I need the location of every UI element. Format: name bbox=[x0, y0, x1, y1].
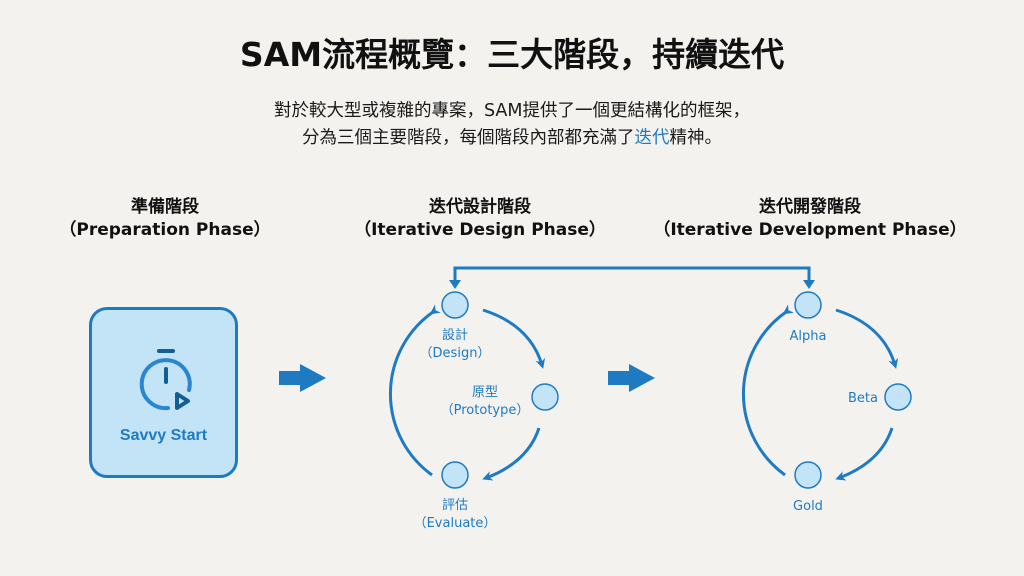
label-text: Gold bbox=[793, 499, 823, 514]
intro-text: 對於較大型或複雜的專案，SAM提供了一個更結構化的框架， 分為三個主要階段，每個… bbox=[0, 98, 1024, 152]
cycle-arrow-gold-to-alpha bbox=[742, 304, 794, 477]
savvy-start-label: Savvy Start bbox=[119, 427, 208, 444]
label-en: （Evaluate） bbox=[413, 516, 497, 531]
phase-name-zh: 迭代開發階段 bbox=[759, 197, 861, 217]
page-title: SAM流程概覽：三大階段，持續迭代 bbox=[239, 35, 785, 74]
phase-name-en: （Iterative Design Phase） bbox=[354, 220, 606, 240]
intro-highlight: 迭代 bbox=[634, 128, 670, 148]
phase-name-en: （Preparation Phase） bbox=[59, 220, 271, 240]
intro-line-2-start: 分為三個主要階段，每個階段內部都充滿了 bbox=[302, 128, 635, 148]
intro-line-2: 分為三個主要階段，每個階段內部都充滿了迭代精神。 bbox=[0, 125, 1024, 152]
label-zh: 設計 bbox=[441, 328, 468, 343]
feedback-loop-connector bbox=[449, 266, 815, 289]
node-beta bbox=[884, 383, 912, 411]
cycle-arrow-alpha-to-beta bbox=[835, 308, 899, 369]
phase-name-zh: 迭代設計階段 bbox=[429, 197, 531, 217]
label-prototype: 原型 （Prototype） bbox=[440, 384, 530, 420]
node-alpha bbox=[794, 291, 822, 319]
label-evaluate: 評估 （Evaluate） bbox=[405, 497, 505, 533]
cycle-arrow-evaluate-to-design bbox=[389, 304, 441, 477]
phase-heading-design: 迭代設計階段 （Iterative Design Phase） bbox=[330, 196, 630, 242]
phase-heading-preparation: 準備階段 （Preparation Phase） bbox=[40, 196, 290, 242]
label-text: Alpha bbox=[789, 329, 827, 344]
cycle-arrow-design-to-prototype bbox=[482, 308, 546, 369]
label-alpha: Alpha bbox=[768, 328, 848, 346]
design-cycle bbox=[389, 291, 559, 489]
label-en: （Prototype） bbox=[440, 403, 530, 418]
label-zh: 評估 bbox=[441, 498, 468, 513]
node-prototype bbox=[531, 383, 559, 411]
cycle-arrow-prototype-to-evaluate bbox=[482, 427, 541, 481]
savvy-start-card: Savvy Start bbox=[89, 307, 238, 478]
label-text: Beta bbox=[848, 391, 878, 406]
node-design bbox=[441, 291, 469, 319]
development-cycle bbox=[742, 291, 912, 489]
phase-arrow-design-to-development bbox=[608, 364, 655, 392]
label-beta: Beta bbox=[838, 390, 888, 408]
intro-line-1: 對於較大型或複雜的專案，SAM提供了一個更結構化的框架， bbox=[273, 101, 750, 121]
node-evaluate bbox=[441, 461, 469, 489]
label-design: 設計 （Design） bbox=[405, 327, 505, 363]
stopwatch-play-icon bbox=[139, 349, 192, 411]
phase-name-zh: 準備階段 bbox=[131, 197, 199, 217]
node-gold bbox=[794, 461, 822, 489]
phase-arrow-preparation-to-design bbox=[279, 364, 326, 392]
label-zh: 原型 bbox=[471, 385, 498, 400]
phase-heading-development: 迭代開發階段 （Iterative Development Phase） bbox=[640, 196, 980, 242]
phase-name-en: （Iterative Development Phase） bbox=[653, 220, 967, 240]
label-gold: Gold bbox=[768, 498, 848, 516]
cycle-arrow-beta-to-gold bbox=[835, 427, 894, 481]
label-en: （Design） bbox=[419, 346, 491, 361]
intro-line-2-end: 精神。 bbox=[669, 128, 723, 148]
